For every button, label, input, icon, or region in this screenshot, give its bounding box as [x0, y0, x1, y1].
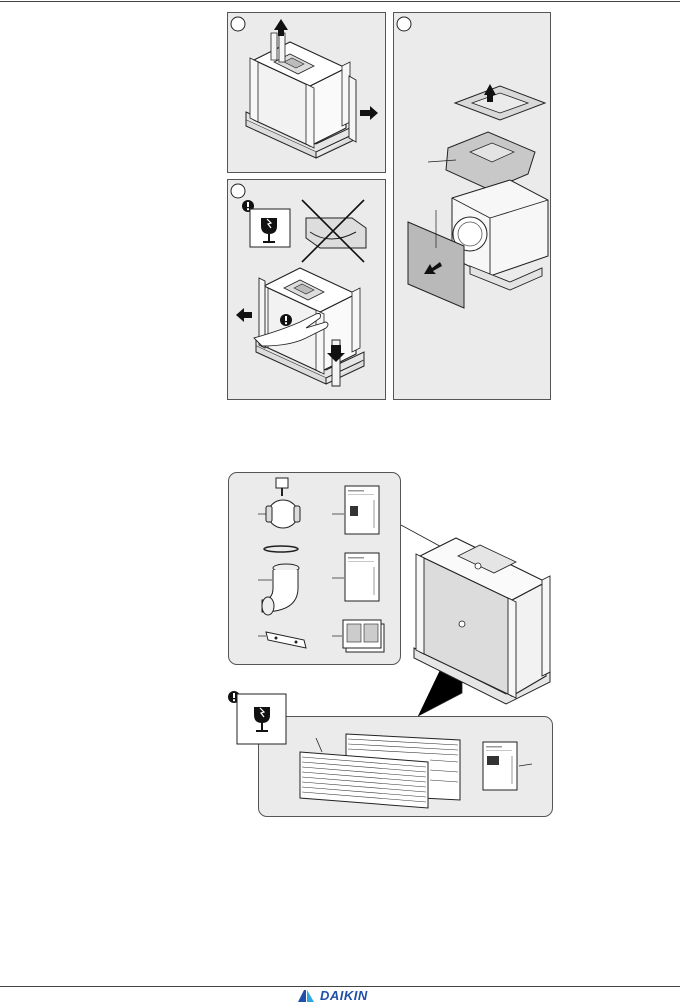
manual-icon	[345, 553, 379, 601]
step-3-figure	[397, 17, 548, 308]
daikin-logo-text: DAIKIN	[320, 989, 368, 1003]
step-2-badge	[231, 184, 245, 198]
accessory-manuals	[332, 486, 384, 652]
unit-in-crate	[414, 538, 550, 704]
step-1-badge	[231, 17, 245, 31]
do-not-lift-icon	[302, 200, 366, 262]
accessory-valve	[258, 478, 300, 528]
shut-off-valve-icon	[276, 478, 288, 488]
bracket-icon	[266, 632, 306, 648]
daikin-logo: DAIKIN	[296, 989, 368, 1003]
manual-icon	[483, 742, 517, 790]
label-sheet-icon	[343, 620, 384, 652]
step-3-badge	[397, 17, 411, 31]
fragile-warning	[228, 691, 286, 744]
arrow-left-icon	[236, 308, 252, 322]
accessory-bracket	[258, 632, 306, 648]
step-2-figure	[231, 184, 366, 386]
warning-icon	[280, 314, 292, 326]
gasket-icon	[264, 546, 298, 552]
step-1-figure	[231, 17, 378, 158]
arrow-right-icon	[360, 106, 378, 120]
accessory-gasket	[264, 546, 298, 552]
grille-icon	[300, 734, 460, 808]
accessory-drain-elbow	[258, 564, 299, 615]
daikin-logo-mark-icon	[296, 989, 316, 1003]
